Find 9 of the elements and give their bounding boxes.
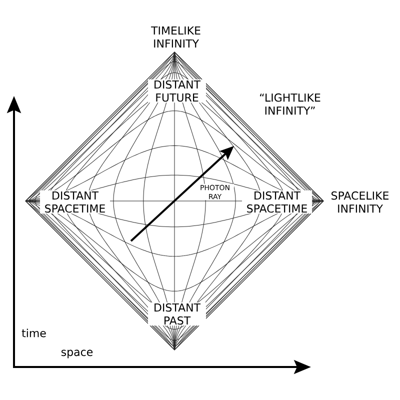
region-label: DISTANT FUTURE (148, 79, 206, 103)
infinity-label: SPACELIKE INFINITY (332, 191, 388, 213)
region-label: DISTANT SPACETIME (40, 190, 110, 214)
infinity-label: “LIGHTLIKE INFINITY” (260, 93, 320, 115)
region-label: DISTANT PAST (148, 302, 206, 326)
axis-label: space (61, 350, 93, 358)
region-label: DISTANT SPACETIME (242, 190, 312, 214)
axis-label: time (22, 328, 46, 338)
infinity-label: TIMELIKE INFINITY (151, 26, 200, 48)
